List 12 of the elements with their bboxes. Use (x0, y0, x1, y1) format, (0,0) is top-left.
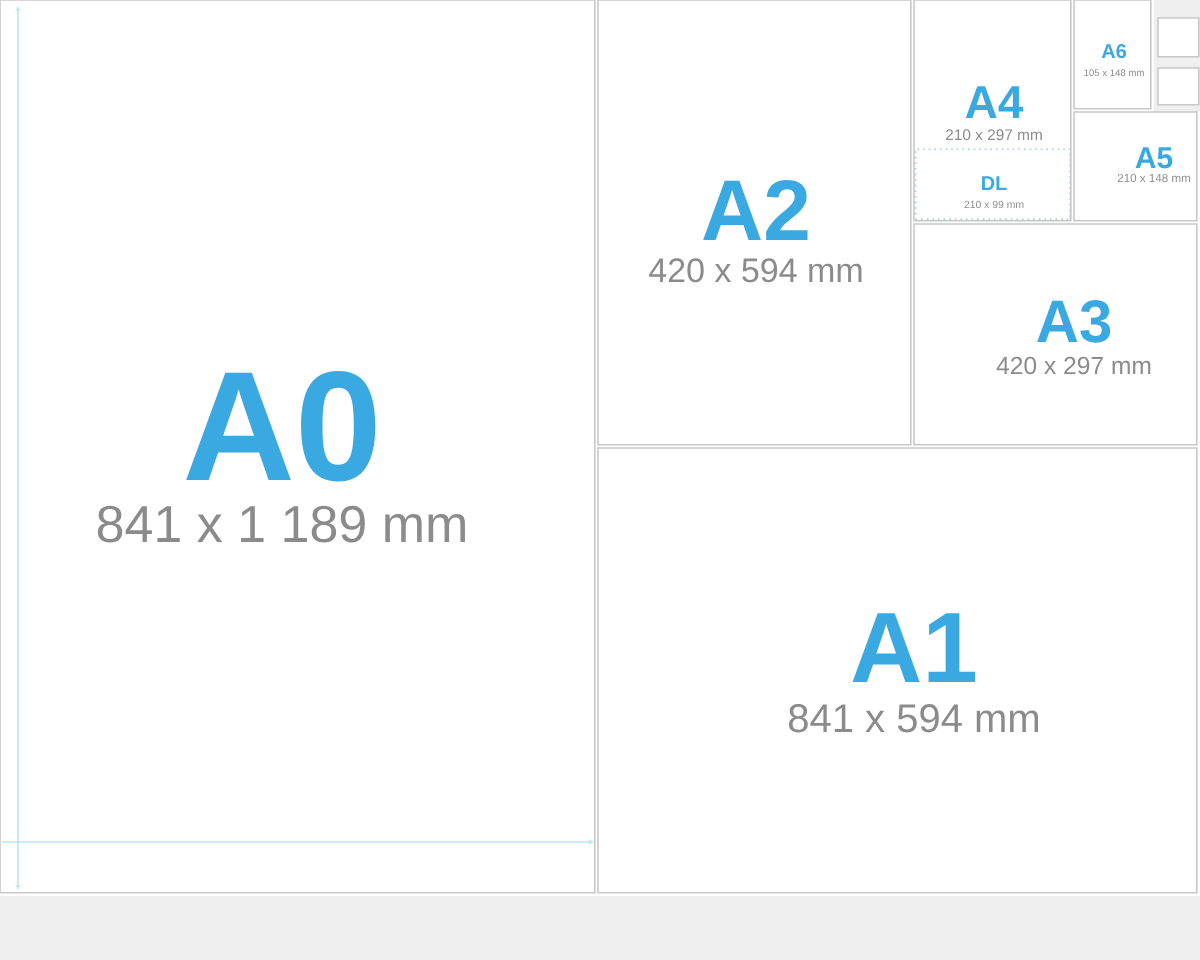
format-name: DL (982, 176, 1007, 190)
format-name: A2 (703, 179, 808, 240)
format-name: A6 (1101, 44, 1127, 59)
format-name: A5 (1135, 147, 1173, 169)
size-text: 841 x 1 189 mm (97, 505, 465, 543)
format-name: A4 (965, 86, 1024, 118)
size-text: 420 x 594 mm (649, 258, 862, 283)
format-name: A3 (1037, 300, 1111, 343)
size-text: 841 x 594 mm (789, 704, 1039, 733)
format-name: A0 (186, 371, 376, 482)
size-text: 420 x 297 mm (996, 356, 1151, 375)
format-name: A1 (852, 613, 976, 682)
